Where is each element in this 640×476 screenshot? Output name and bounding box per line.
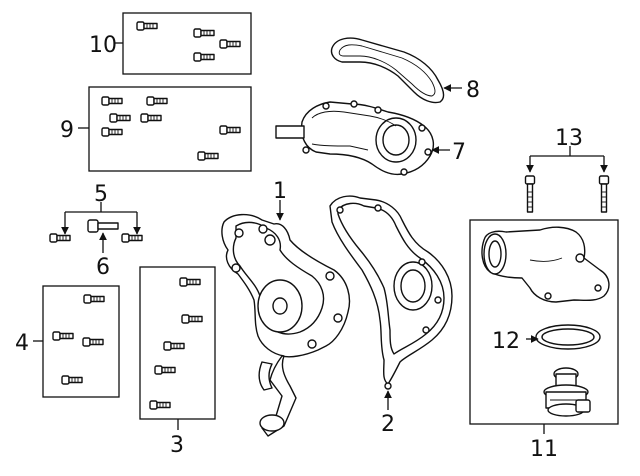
callout-7: 7 bbox=[452, 140, 466, 165]
pump-gasket-2 bbox=[329, 195, 453, 410]
bolt-group-13 bbox=[524, 146, 610, 213]
coolant-housing-7 bbox=[275, 100, 450, 176]
callout-12: 12 bbox=[492, 329, 520, 354]
bolt-group-10 bbox=[114, 12, 252, 75]
housing-seal-8 bbox=[330, 37, 462, 104]
callout-8: 8 bbox=[466, 78, 480, 103]
thermostat-housing bbox=[481, 226, 610, 303]
callout-13: 13 bbox=[555, 126, 583, 151]
callout-9: 9 bbox=[60, 118, 74, 143]
stud-bolt-6 bbox=[87, 219, 119, 233]
callout-11: 11 bbox=[530, 437, 558, 462]
callout-4: 4 bbox=[15, 331, 29, 356]
seal-ring-12 bbox=[535, 324, 601, 350]
callout-2: 2 bbox=[381, 412, 395, 437]
callout-1: 1 bbox=[273, 179, 287, 204]
bolt-group-3 bbox=[139, 266, 216, 430]
thermostat-assembly-11 bbox=[469, 219, 619, 434]
bolt-group-9 bbox=[78, 86, 252, 172]
callout-10: 10 bbox=[89, 33, 117, 58]
bolt-group-5 bbox=[49, 202, 143, 253]
callout-3: 3 bbox=[170, 433, 184, 458]
callout-6: 6 bbox=[96, 255, 110, 280]
bolt-group-4 bbox=[33, 285, 120, 398]
callout-5: 5 bbox=[94, 182, 108, 207]
water-pump-1 bbox=[221, 200, 351, 437]
thermostat bbox=[543, 367, 591, 417]
